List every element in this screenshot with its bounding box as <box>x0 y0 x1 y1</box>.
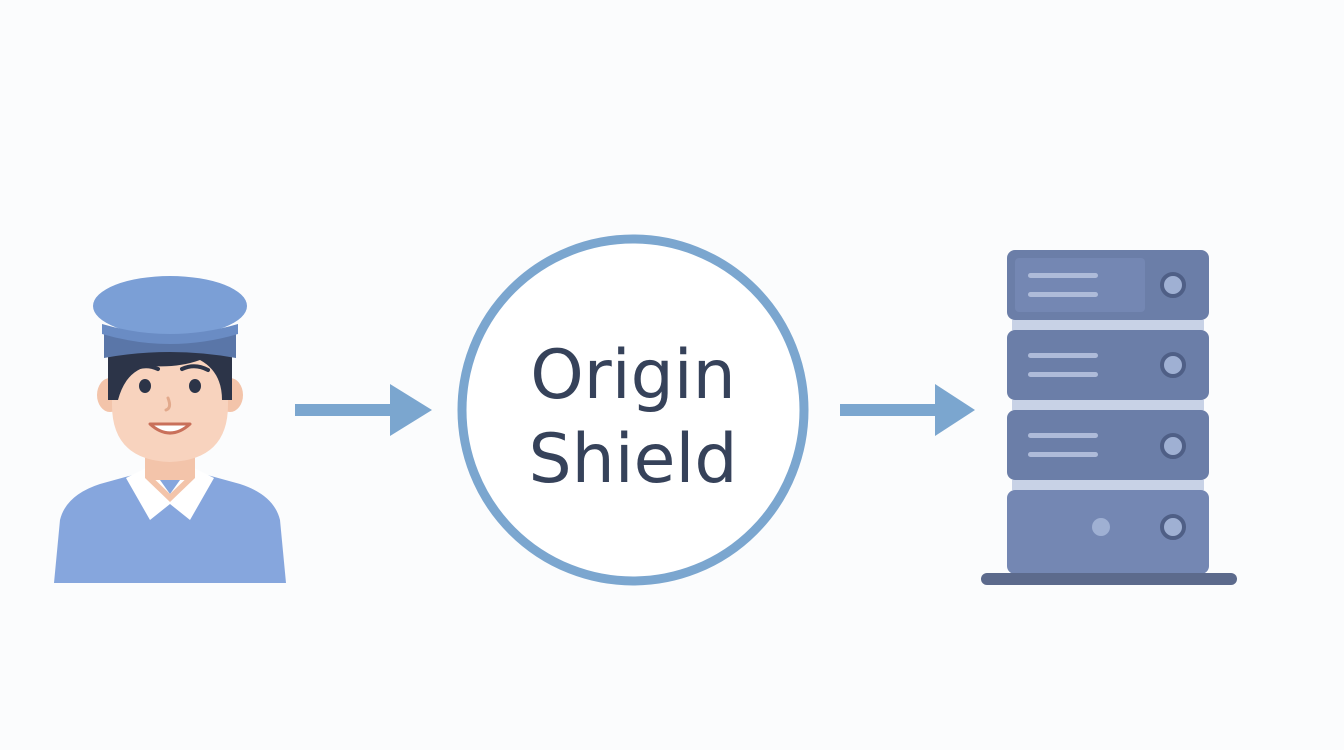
arrow-right-icon <box>840 384 975 436</box>
person-eye-left <box>139 379 151 393</box>
person-collar-v <box>145 470 195 502</box>
server-base <box>981 573 1237 585</box>
server-led <box>1160 272 1186 298</box>
server-slot <box>1028 292 1098 297</box>
origin-shield-node: Origin Shield <box>457 234 809 586</box>
arrow-head <box>935 384 975 436</box>
server-led <box>1160 514 1186 540</box>
server-slot <box>1028 452 1098 457</box>
server-slot <box>1028 433 1098 438</box>
arrow-right-icon <box>295 384 432 436</box>
person-eye-right <box>189 379 201 393</box>
server-slot <box>1028 372 1098 377</box>
server-unit <box>1007 250 1209 320</box>
server-rack-icon <box>981 250 1237 585</box>
origin-shield-ring <box>457 234 809 586</box>
server-led <box>1160 433 1186 459</box>
person-smile <box>148 422 192 435</box>
server-unit <box>1007 330 1209 400</box>
person-shirt <box>54 473 286 583</box>
person-nose <box>164 396 172 412</box>
server-unit <box>1007 410 1209 480</box>
server-led <box>1092 518 1110 536</box>
server-unit <box>1007 490 1209 574</box>
person-brow-right <box>180 364 210 372</box>
origin-shield-label-line2: Shield <box>528 420 737 499</box>
origin-shield-label-line1: Origin <box>530 336 736 415</box>
person-cap-brim <box>102 324 238 344</box>
server-slot <box>1028 273 1098 278</box>
server-slot <box>1028 353 1098 358</box>
person-brow-left <box>130 364 160 372</box>
arrow-shaft <box>295 404 399 416</box>
person-cap-crown <box>93 276 247 336</box>
server-led <box>1160 352 1186 378</box>
person-with-cap-icon <box>54 276 286 583</box>
arrow-shaft <box>840 404 944 416</box>
arrow-head <box>390 384 432 436</box>
